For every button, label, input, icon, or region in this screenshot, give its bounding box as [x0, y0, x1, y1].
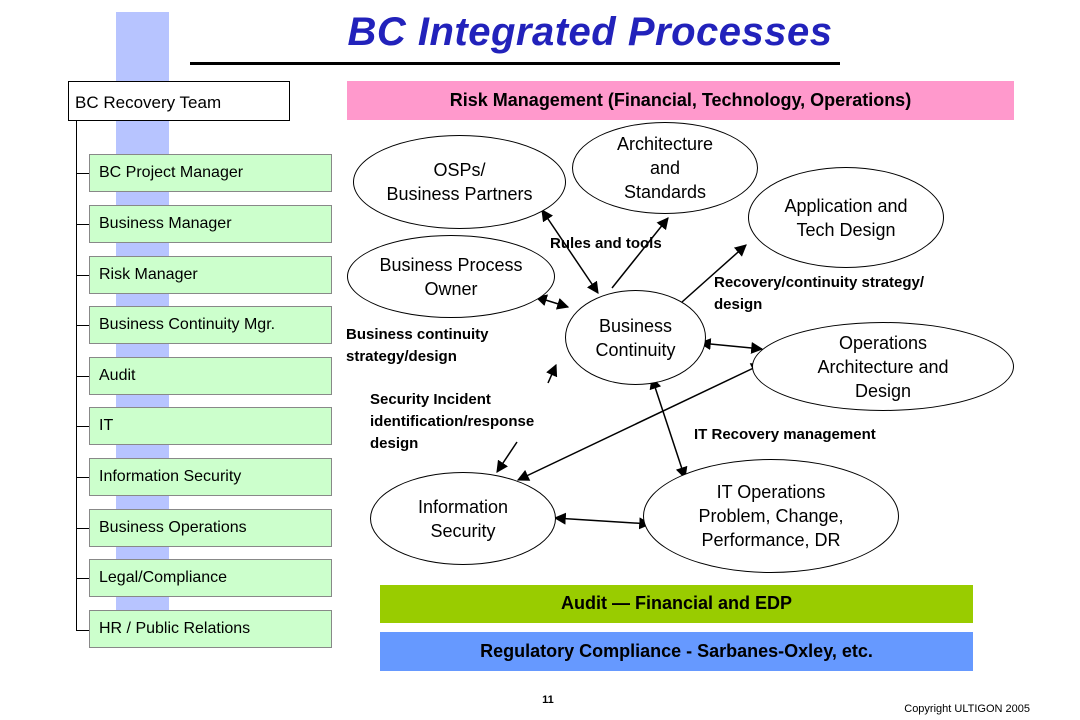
role-information-security: Information Security [89, 458, 332, 496]
role-bc-project-manager: BC Project Manager [89, 154, 332, 192]
label-rules-and-tools: Rules and tools [550, 235, 662, 252]
recovery-team-header: BC Recovery Team [68, 81, 290, 121]
role-hr-public-relations: HR / Public Relations [89, 610, 332, 648]
node-label-line: OSPs/ [433, 160, 486, 180]
node-label-line: Security [430, 520, 496, 541]
title-underline [190, 62, 840, 65]
node-label-line: Architecture and [817, 356, 949, 377]
regulatory-compliance-band: Regulatory Compliance - Sarbanes-Oxley, … [380, 632, 973, 671]
arrow-bc-application [681, 244, 747, 303]
node-label-line: Owner [424, 278, 478, 299]
node-osps-business-partners: OSPs/Business Partners [353, 135, 566, 229]
copyright-notice: Copyright ULTIGON 2005 [904, 703, 1030, 715]
label-recovery-continuity-strategy: Recovery/continuity strategy/design [714, 272, 924, 316]
role-audit: Audit [89, 357, 332, 395]
tree-connector [76, 528, 89, 529]
tree-connector [76, 578, 89, 579]
arrow-infosec-itops [553, 512, 652, 530]
audit-band: Audit — Financial and EDP [380, 585, 973, 623]
node-label-line: IT Operations [716, 482, 826, 502]
arrow-bc-operations [698, 338, 764, 354]
label-line: Security Incident [370, 391, 491, 408]
label-line: strategy/design [346, 348, 457, 365]
tree-connector [76, 376, 89, 377]
arrow-bc-strategy-label [546, 363, 558, 384]
role-risk-manager: Risk Manager [89, 256, 332, 294]
role-business-operations: Business Operations [89, 509, 332, 547]
label-it-recovery-management: IT Recovery management [694, 426, 876, 443]
node-label-line: Performance, DR [701, 530, 841, 550]
label-security-incident: Security Incident identification/response… [370, 389, 534, 455]
node-label-line: Operations [838, 332, 928, 353]
node-label-line: Problem, Change, [698, 506, 844, 526]
tree-connector [76, 325, 89, 326]
tree-connector [76, 275, 89, 276]
role-it: IT [89, 407, 332, 445]
label-line: identification/response [370, 413, 535, 430]
arrow-bc-architecture [611, 217, 669, 289]
role-business-continuity-mgr: Business Continuity Mgr. [89, 306, 332, 344]
label-business-continuity-strategy: Business continuity strategy/design [346, 324, 489, 368]
label-line: Recovery/continuity strategy/ [714, 274, 925, 291]
label-line: design [714, 296, 763, 313]
arrow-security-label-infosec [496, 441, 518, 473]
node-label-line: Business Partners [386, 184, 533, 204]
node-label-line: Architecture [616, 134, 714, 154]
node-label-line: Design [854, 380, 911, 401]
node-label-line: and [649, 158, 681, 178]
risk-management-band: Risk Management (Financial, Technology, … [347, 81, 1014, 120]
tree-connector [76, 630, 89, 631]
tree-connector [76, 224, 89, 225]
arrow-osps-bc [541, 209, 599, 294]
node-label-line: Information [417, 496, 509, 517]
tree-connector [76, 173, 89, 174]
arrow-bc-itops [649, 376, 688, 480]
role-legal-compliance: Legal/Compliance [89, 559, 332, 597]
node-label-line: Business [598, 315, 673, 336]
tree-connector [76, 477, 89, 478]
label-line: design [370, 435, 419, 452]
node-label-line: Continuity [595, 339, 676, 360]
tree-connector [76, 426, 89, 427]
node-label-line: Standards [623, 182, 707, 202]
arrow-bpo-bc [534, 294, 570, 310]
node-label-line: Business Process [379, 254, 523, 275]
role-business-manager: Business Manager [89, 205, 332, 243]
page-number: 11 [542, 694, 554, 706]
page-title: BC Integrated Processes [347, 10, 833, 54]
arrow-operations-infosec [516, 363, 764, 481]
node-label-line: Application and [784, 195, 908, 216]
label-line: Business continuity [346, 326, 489, 343]
node-label-line: Tech Design [796, 219, 896, 240]
